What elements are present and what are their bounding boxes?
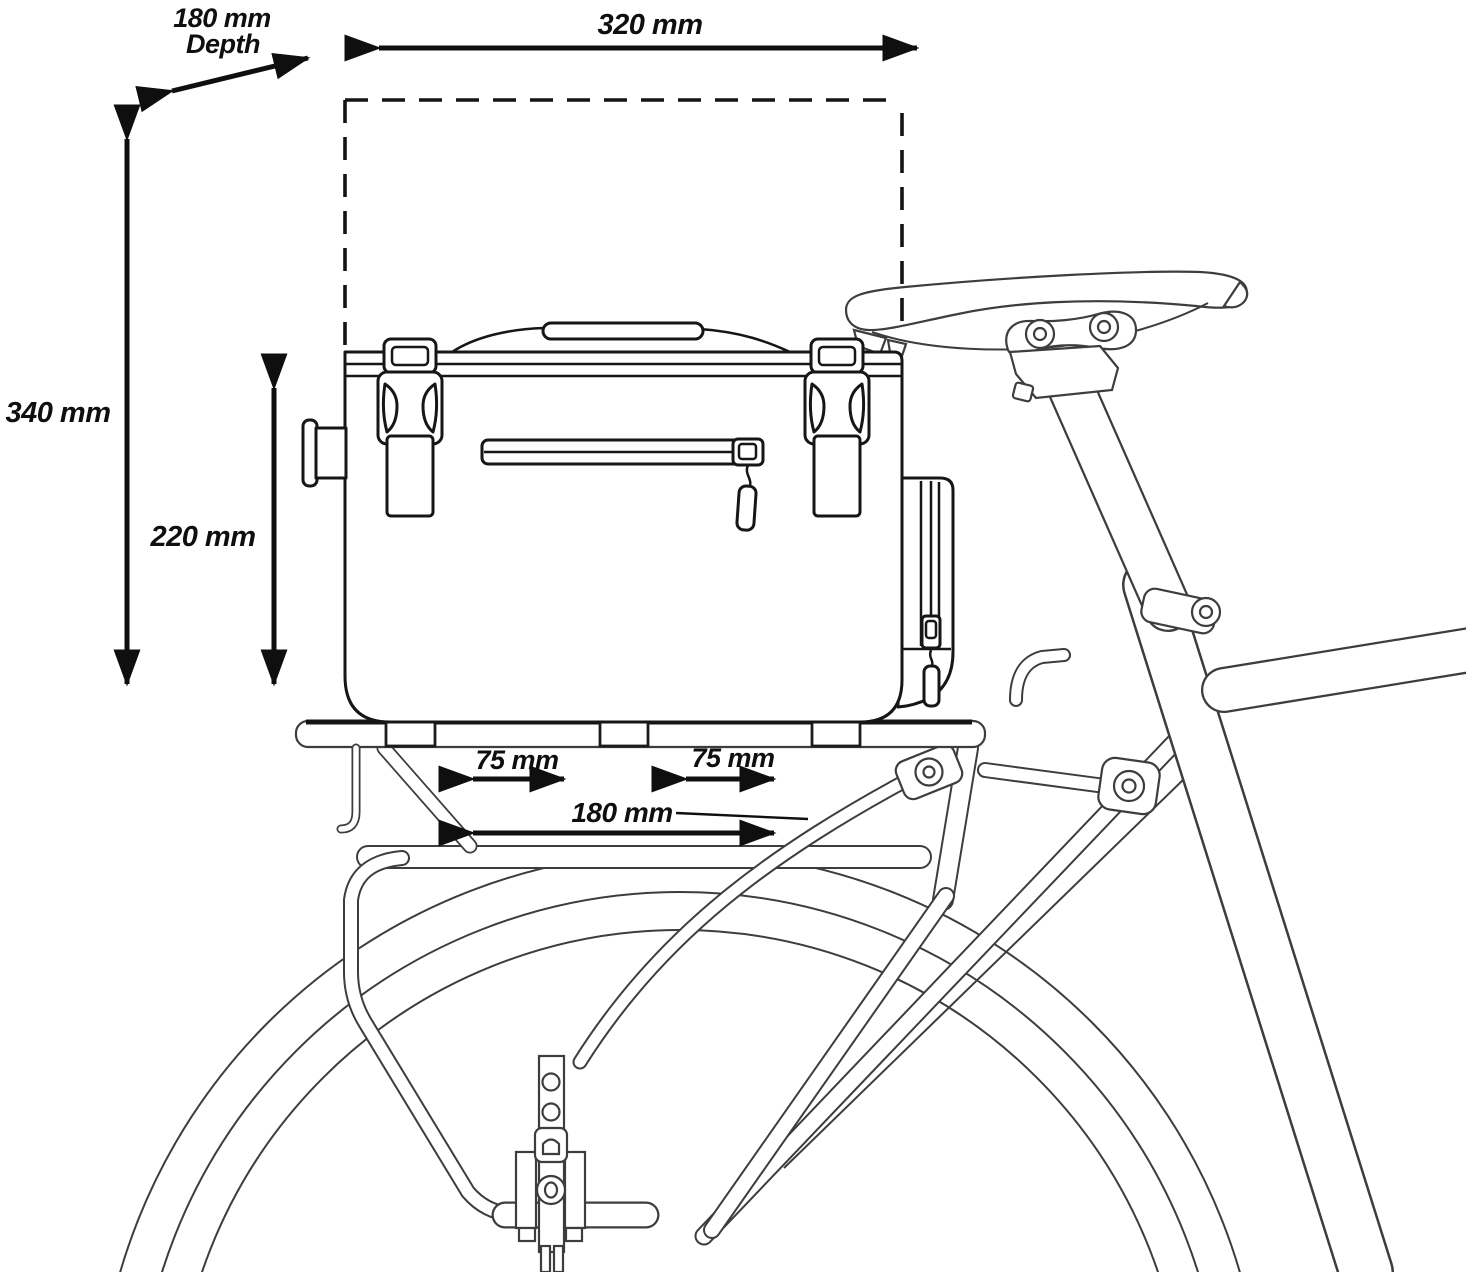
bag-side-pocket [896,476,955,709]
rail-mount-front [384,720,437,748]
zipper-pull [735,484,758,532]
rail-mount-middle [598,720,650,748]
bag-left-tab [301,418,348,488]
trunk-bag [301,321,955,724]
rack-front-diagonal [376,740,478,854]
rail-span-total-label: 180 mm [571,797,672,828]
depth-arrow [135,53,311,113]
bag-height-label: 220 mm [149,521,255,553]
width-label: 320 mm [597,9,702,41]
pocket-zipper-pull [922,664,941,708]
bag-handle [451,321,791,354]
bag-buckle-left [376,337,444,518]
bicycle-drawing [119,270,1466,1272]
rack-curved-stay [572,743,964,1070]
seatpost-clamp [1140,587,1222,635]
rack-rear-leg [703,737,979,1239]
overall-height-label: 340 mm [5,397,110,429]
rear-wheel [119,851,1241,1272]
rail-span-total-leader [675,811,809,821]
rail-span-left-label: 75 mm [475,745,558,775]
depth-word-label: Depth [186,29,260,59]
top-tube [1201,627,1466,713]
seat-tube [1122,557,1394,1272]
seatpost [1040,348,1192,632]
dimension-annotations: 180 mm Depth 320 mm 340 mm 220 mm 75 mm … [5,3,920,847]
bag-buckle-right [803,337,871,518]
fender-stay-mount [514,1054,587,1272]
dashed-extension-outline [343,98,904,351]
depth-label: 180 mm [173,3,271,33]
bag-zipper [480,437,765,532]
rail-span-right-label: 75 mm [691,743,774,773]
rack-upper-stay [977,756,1161,816]
rail-mount-rear [810,720,862,748]
saddle [844,270,1249,403]
